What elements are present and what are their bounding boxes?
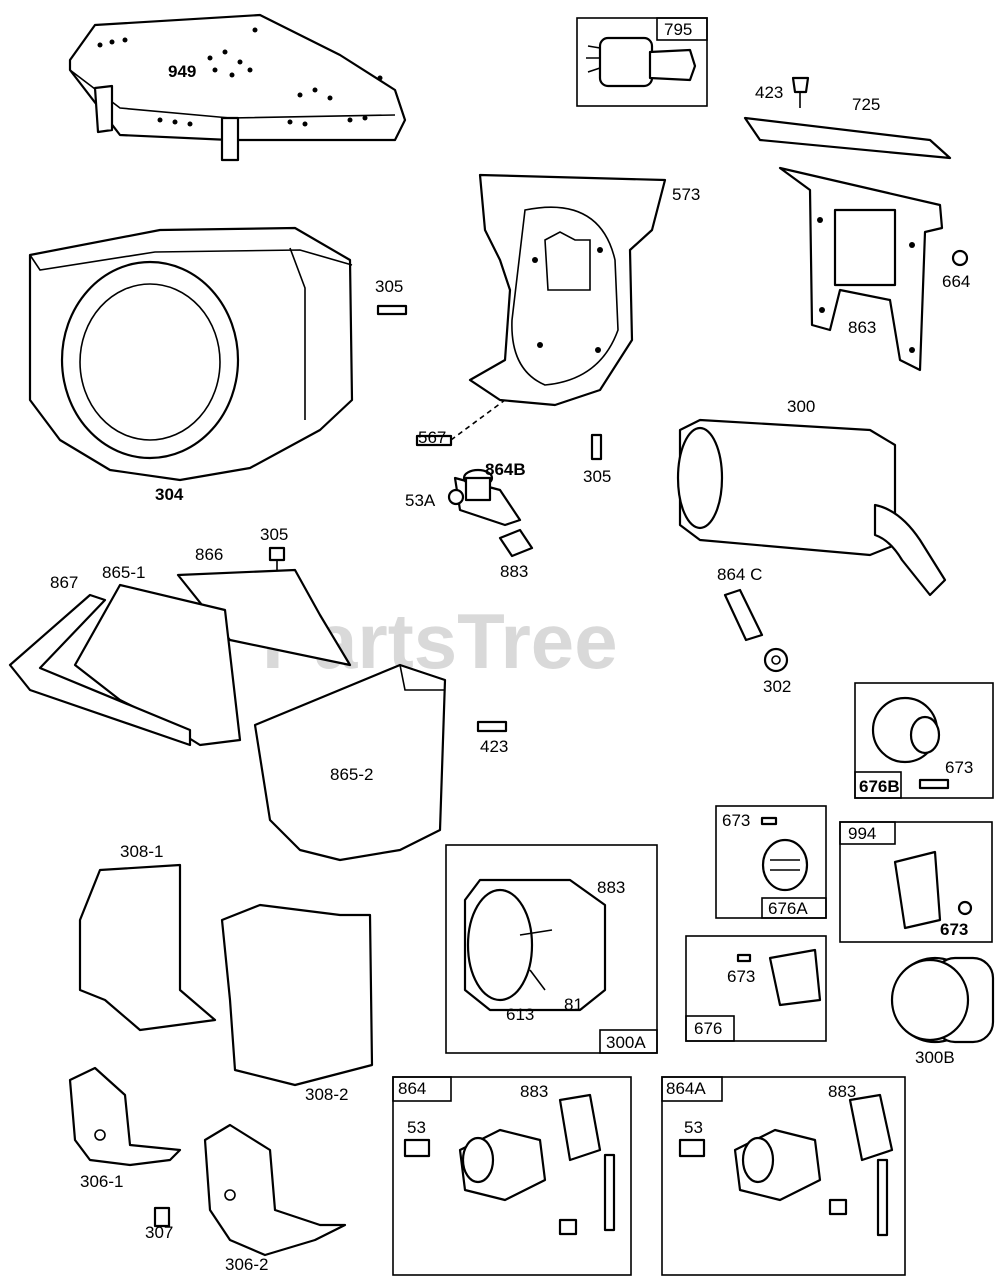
label-864: 864	[398, 1079, 426, 1098]
label-81: 81	[564, 995, 583, 1014]
label-300a: 300A	[606, 1033, 646, 1052]
box-676[interactable]	[685, 935, 827, 1042]
label-308-2: 308-2	[305, 1085, 348, 1104]
label-676a: 676A	[768, 899, 808, 918]
label-53-b: 53	[684, 1118, 703, 1137]
label-673-b: 673	[722, 811, 750, 830]
label-305-a: 305	[375, 277, 403, 296]
label-306-2: 306-2	[225, 1255, 268, 1274]
label-863: 863	[848, 318, 876, 337]
box-676b[interactable]	[854, 682, 994, 799]
part-308-1-shield[interactable]	[78, 863, 217, 1032]
part-883-gasket-a[interactable]	[498, 528, 534, 558]
label-673-a: 673	[945, 758, 973, 777]
label-883-b: 883	[597, 878, 625, 897]
part-725-plate[interactable]	[743, 76, 952, 160]
label-864c: 864 C	[717, 565, 762, 584]
part-863-bracket[interactable]	[778, 166, 944, 372]
part-795-ignition-switch[interactable]	[576, 17, 708, 107]
label-300: 300	[787, 397, 815, 416]
label-883-a: 883	[500, 562, 528, 581]
box-994[interactable]	[839, 821, 993, 943]
label-673-d: 673	[727, 967, 755, 986]
label-676: 676	[694, 1019, 722, 1038]
label-305-b: 305	[583, 467, 611, 486]
box-300a[interactable]	[445, 844, 658, 1054]
label-613: 613	[506, 1005, 534, 1024]
part-306-1-shield[interactable]	[68, 1066, 182, 1167]
label-423-b: 423	[480, 737, 508, 756]
label-53a: 53A	[405, 491, 436, 510]
part-306-2-shield[interactable]	[203, 1123, 347, 1257]
label-308-1: 308-1	[120, 842, 163, 861]
part-307-screw-b[interactable]	[153, 1206, 171, 1228]
label-795: 795	[664, 20, 692, 39]
part-305-screw-a[interactable]	[376, 304, 408, 316]
label-676b: 676B	[859, 777, 900, 796]
part-864c-stud[interactable]	[723, 588, 764, 642]
label-305-c: 305	[260, 525, 288, 544]
label-567-text: 567	[418, 428, 446, 447]
part-300-muffler[interactable]	[676, 418, 947, 597]
label-673-c: 673	[940, 920, 968, 939]
part-573-baffle[interactable]	[468, 173, 667, 407]
label-865-2: 865-2	[330, 765, 373, 784]
label-883-c: 883	[520, 1082, 548, 1101]
box-864[interactable]	[392, 1076, 632, 1276]
label-867: 867	[50, 573, 78, 592]
label-865-1: 865-1	[102, 563, 145, 582]
part-305-screw-b[interactable]	[590, 433, 603, 461]
label-306-1: 306-1	[80, 1172, 123, 1191]
part-865-2-cover[interactable]	[253, 663, 447, 862]
label-864a: 864A	[666, 1079, 706, 1098]
label-864b: 864B	[485, 460, 526, 479]
label-949: 949	[168, 62, 196, 81]
part-308-2-shield[interactable]	[220, 903, 374, 1087]
label-994: 994	[848, 824, 876, 843]
label-573: 573	[672, 185, 700, 204]
label-423-top: 423	[755, 83, 783, 102]
part-867-bracket[interactable]	[8, 593, 192, 747]
part-864b-flange[interactable]	[453, 468, 522, 527]
label-53: 53	[407, 1118, 426, 1137]
label-725: 725	[852, 95, 880, 114]
box-864a[interactable]	[661, 1076, 906, 1276]
label-304: 304	[155, 485, 184, 504]
part-300b-muffler[interactable]	[890, 956, 995, 1044]
label-307-b: 307	[145, 1223, 173, 1242]
part-304-blower-housing[interactable]	[28, 226, 354, 482]
part-949-shroud[interactable]	[68, 13, 407, 162]
label-883-d: 883	[828, 1082, 856, 1101]
part-53a-screw[interactable]	[447, 488, 465, 506]
part-302-lockwasher[interactable]	[763, 647, 789, 673]
box-676a[interactable]	[715, 805, 827, 919]
label-300b: 300B	[915, 1048, 955, 1067]
label-866: 866	[195, 545, 223, 564]
part-664-nut[interactable]	[951, 249, 969, 267]
part-423-screw-b[interactable]	[476, 720, 508, 733]
part-567-screw[interactable]	[415, 399, 506, 447]
label-302: 302	[763, 677, 791, 696]
label-664: 664	[942, 272, 970, 291]
